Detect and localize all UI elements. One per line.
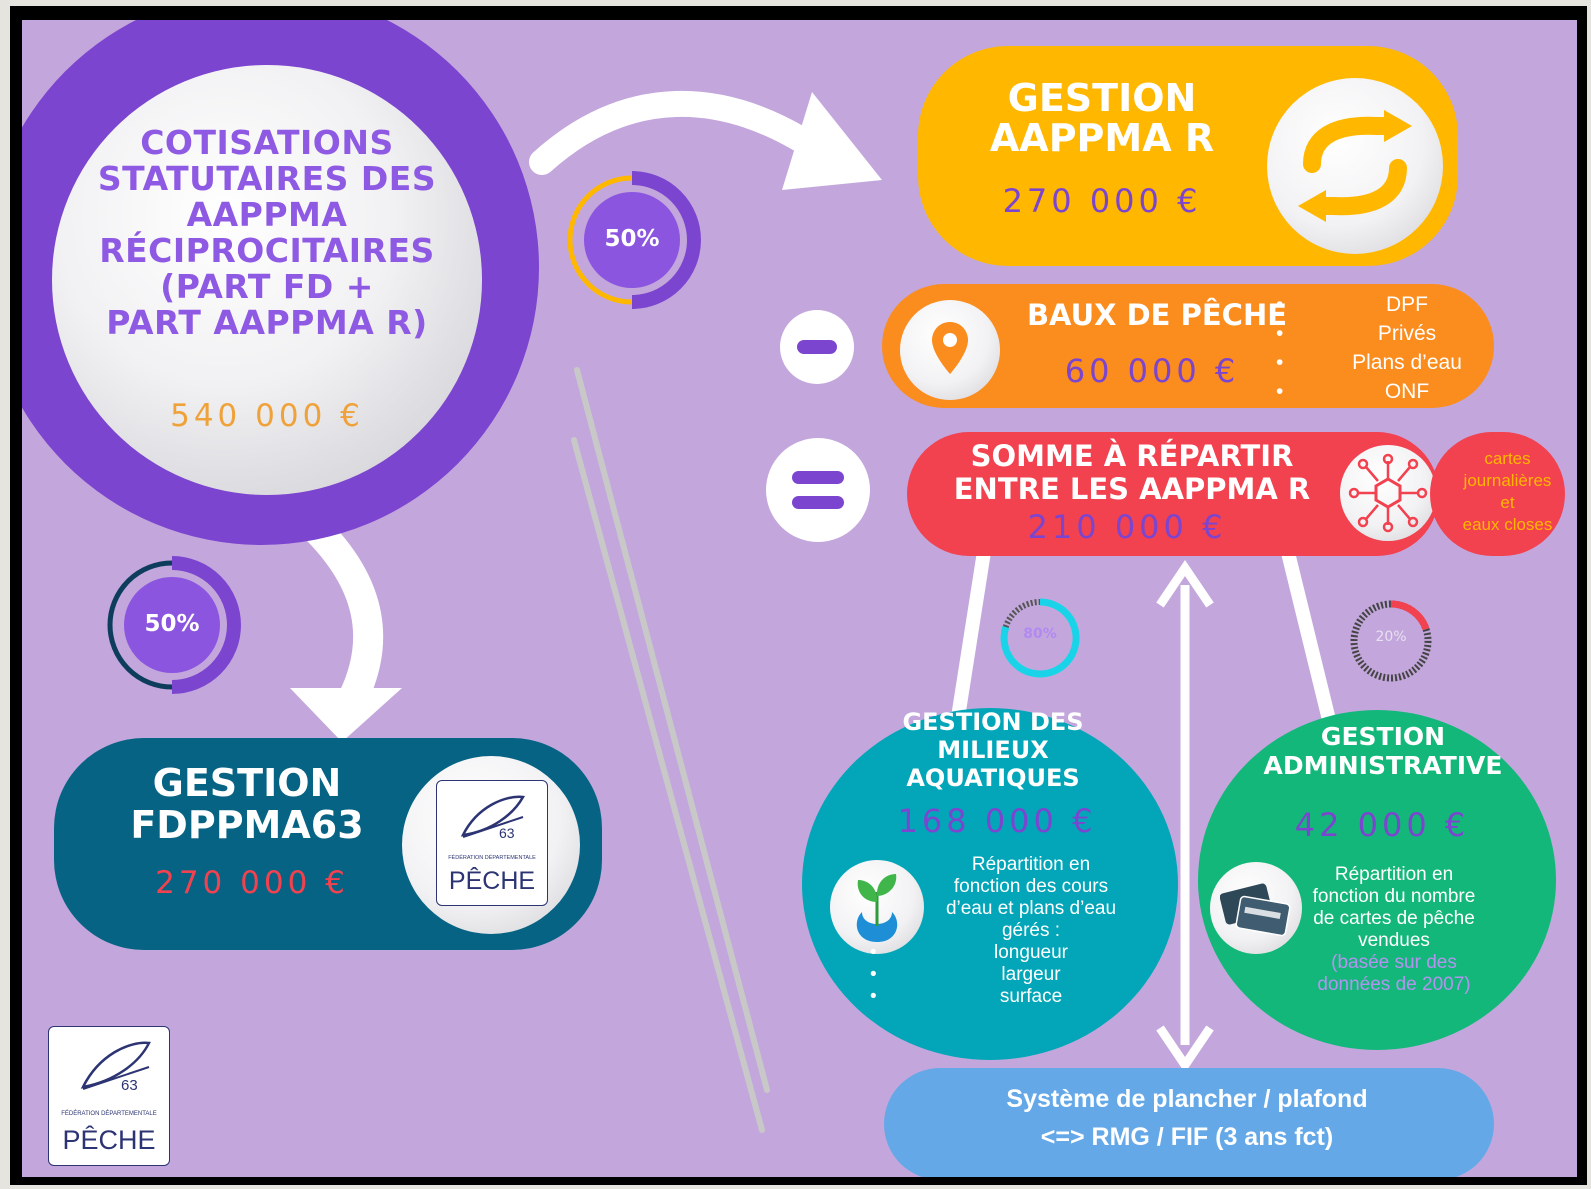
infographic-canvas: COTISATIONS STATUTAIRES DES AAPPMA RÉCIP… — [22, 20, 1577, 1177]
gestion-fd-title: GESTION FDPPMA63 — [130, 761, 364, 847]
fish-logo-icon — [460, 795, 526, 838]
plant-water-icon — [856, 874, 898, 942]
systeme-pill — [884, 1068, 1494, 1177]
percent-ring-milieux — [1000, 598, 1080, 678]
gestion-fd-value: 270 000 € — [155, 865, 349, 901]
somme-side-pill — [1430, 432, 1565, 556]
baux-value: 60 000 € — [1064, 352, 1240, 390]
corner-logo-number: 63 — [121, 1077, 138, 1094]
cycle-disc — [1267, 78, 1443, 254]
corner-logo-name: PÊCHE — [62, 1125, 156, 1155]
baux-item: Plans d’eau — [1276, 348, 1482, 377]
equals-sign — [766, 438, 870, 542]
connector-layer — [290, 90, 1339, 1133]
double-arrow-top — [1156, 559, 1214, 608]
baux-item: ONF — [1276, 377, 1482, 406]
baux-item: DPF — [1276, 290, 1482, 319]
corner-logo-org: FÉDÉRATION DÉPARTEMENTALE — [61, 1111, 157, 1117]
cotisations-disc — [52, 65, 482, 495]
corner-logo: 63 FÉDÉRATION DÉPARTEMENTALE PÊCHE — [48, 1026, 170, 1166]
baux-title: BAUX DE PÊCHE — [1026, 298, 1288, 332]
somme-title: SOMME À RÉPARTIR ENTRE LES AAPPMA R — [953, 439, 1311, 506]
baux-item: Privés — [1276, 319, 1482, 348]
double-arrow-bottom — [1156, 1025, 1214, 1074]
percent-ring-admin — [1350, 600, 1432, 682]
arrow-to-fd-head — [290, 688, 402, 742]
baux-list: DPF Privés Plans d’eau ONF — [1276, 290, 1482, 406]
minus-bar — [797, 340, 837, 354]
milieux-value: 168 000 € — [897, 802, 1097, 840]
cotisations-value: 540 000 € — [170, 398, 364, 434]
milieux-criterion: largeur — [870, 964, 1136, 986]
network-cube-icon — [1348, 453, 1428, 533]
systeme-text: Système de plancher / plafond <=> RMG / … — [1006, 1085, 1368, 1151]
gestion-aappma-title: GESTION AAPPMA R — [989, 76, 1215, 160]
percent-ring-bottom — [107, 556, 241, 694]
percent-label-top: 50% — [604, 226, 660, 252]
milieux-criterion: surface — [870, 986, 1136, 1008]
arrow-to-aappma — [529, 90, 845, 175]
admin-value: 42 000 € — [1294, 806, 1470, 844]
admin-note: (basée sur des données de 2007) — [1317, 952, 1471, 995]
fd-logo-number: 63 — [499, 825, 515, 841]
gestion-aappma-value: 270 000 € — [1002, 182, 1202, 220]
grey-stroke-2 — [571, 437, 765, 1133]
percent-label-admin: 20% — [1375, 629, 1407, 645]
fd-logo-name: PÊCHE — [448, 867, 536, 895]
fd-logo-badge: 63 FÉDÉRATION DÉPARTEMENTALE PÊCHE — [436, 780, 548, 906]
somme-side-note: cartes journalières et eaux closes — [1462, 449, 1553, 534]
milieux-title: GESTION DES MILIEUX AQUATIQUES — [902, 708, 1084, 792]
percent-ring-top — [567, 171, 701, 309]
cycle-icon — [1298, 110, 1412, 222]
location-pin-icon — [932, 322, 968, 374]
admin-description: Répartition en fonction du nombre de car… — [1294, 864, 1494, 996]
admin-title: GESTION ADMINISTRATIVE — [1263, 722, 1503, 780]
equals-bar-top — [792, 471, 844, 484]
credit-card-icon — [1220, 883, 1291, 937]
cotisations-title: COTISATIONS STATUTAIRES DES AAPPMA RÉCIP… — [97, 123, 437, 342]
grey-stroke-1 — [574, 367, 770, 1093]
fd-logo-org: FÉDÉRATION DÉPARTEMENTALE — [448, 855, 536, 861]
arrow-to-aappma-head — [782, 92, 882, 190]
percent-label-milieux: 80% — [1023, 626, 1057, 642]
equals-bar-bottom — [792, 496, 844, 509]
milieux-description: Répartition en fonction des cours d’eau … — [870, 854, 1136, 1008]
milieux-criterion: longueur — [870, 942, 1136, 964]
percent-label-bottom: 50% — [144, 611, 200, 637]
corner-fish-icon — [80, 1041, 151, 1090]
somme-value: 210 000 € — [1027, 508, 1227, 546]
arrow-to-fd — [292, 505, 384, 715]
